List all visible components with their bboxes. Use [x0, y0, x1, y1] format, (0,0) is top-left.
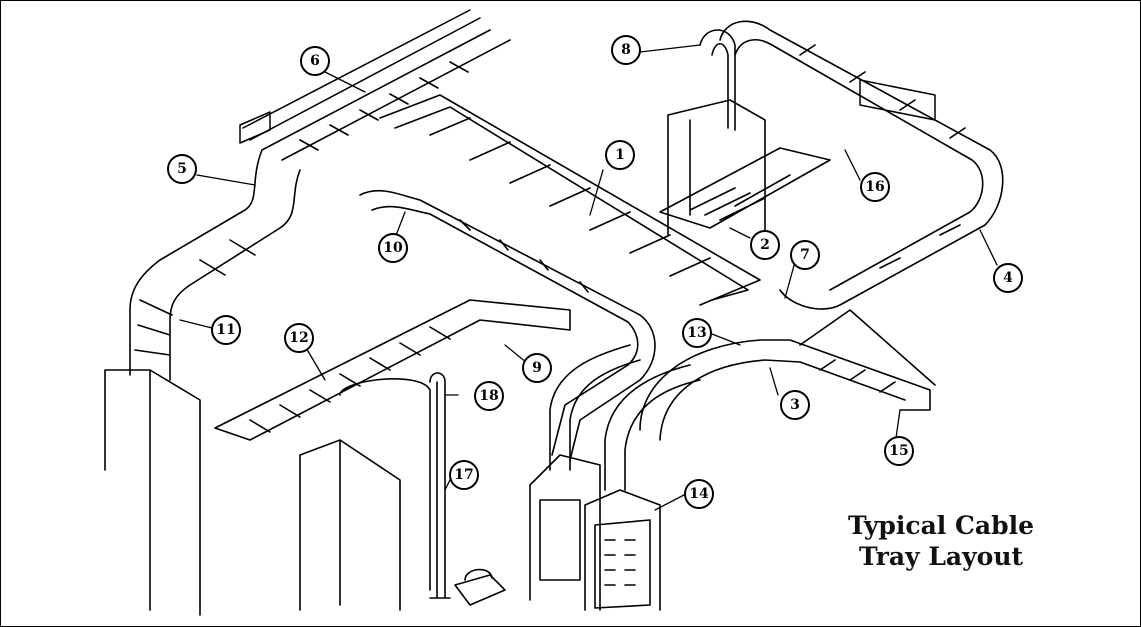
- support-beams: [239, 9, 936, 144]
- callout-14: 14: [684, 479, 714, 509]
- tray-6-ladder: [261, 29, 511, 161]
- column-left: [104, 369, 201, 616]
- tray-10-9-branch: [359, 189, 656, 461]
- callout-6: 6: [300, 46, 330, 76]
- leader-lines: [179, 44, 998, 511]
- riser-13-14: [549, 344, 701, 491]
- callout-13: 13: [682, 318, 712, 348]
- callout-12: 12: [284, 323, 314, 353]
- tray-1-main: [379, 94, 761, 306]
- tray-5-11-riser: [129, 149, 301, 381]
- callout-10: 10: [378, 233, 408, 263]
- callout-15: 15: [884, 436, 914, 466]
- tray-12-ladder: [214, 299, 571, 441]
- caption-line-2: Tray Layout: [858, 542, 1024, 571]
- tray-4-loop: [719, 20, 1004, 310]
- callout-2: 2: [750, 230, 780, 260]
- figure-caption: Typical Cable Tray Layout: [806, 510, 1076, 572]
- callout-18: 18: [474, 381, 504, 411]
- callout-3: 3: [780, 390, 810, 420]
- caption-line-1: Typical Cable: [848, 511, 1034, 540]
- conduit-17-18: [429, 372, 506, 606]
- column-mid-left: [299, 378, 431, 611]
- callout-9: 9: [522, 353, 552, 383]
- callout-5: 5: [167, 154, 197, 184]
- callout-16: 16: [860, 172, 890, 202]
- tray-2-ladder: [659, 147, 831, 229]
- callout-7: 7: [790, 240, 820, 270]
- callout-17: 17: [449, 460, 479, 490]
- riser-8: [667, 29, 766, 236]
- column-right: [529, 454, 661, 611]
- callout-8: 8: [611, 35, 641, 65]
- callout-1: 1: [605, 140, 635, 170]
- callout-11: 11: [211, 315, 241, 345]
- callout-4: 4: [993, 263, 1023, 293]
